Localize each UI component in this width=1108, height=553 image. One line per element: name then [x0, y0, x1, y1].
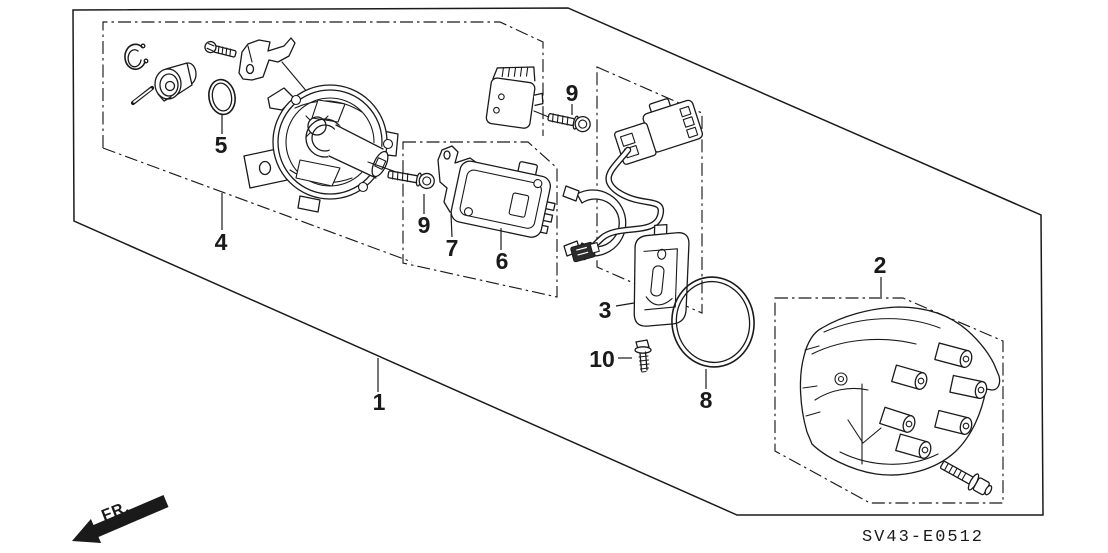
bracket-upper-left [238, 37, 296, 81]
fr-direction: FR. [72, 495, 169, 543]
connector [614, 98, 704, 165]
outer-frame [72, 7, 1044, 516]
phantom-boxes [102, 21, 1004, 504]
distributor-cap-assembly [799, 306, 1001, 496]
cap-tower [934, 342, 973, 368]
cap-tower [949, 374, 988, 400]
part-label-2: 2 [874, 252, 887, 278]
cap-tower [895, 433, 932, 459]
part-label-10: 10 [589, 346, 615, 372]
snap-ring [124, 43, 149, 71]
o-ring-5 [208, 78, 236, 116]
subassembly-box-igniter [402, 141, 558, 298]
cap-tower [934, 409, 973, 436]
part-labels: 1 2 3 4 5 6 7 8 9 9 10 [215, 80, 887, 415]
cover-3 [633, 223, 690, 327]
distributor-housing [243, 84, 399, 213]
cap-screw [939, 460, 993, 496]
terminal-block [570, 241, 600, 263]
subassembly-box-4 [102, 21, 544, 263]
bolt-10 [634, 339, 652, 373]
part-label-9-left: 9 [418, 212, 431, 238]
screw-9-top [547, 113, 591, 133]
diagram-code: SV43-E0512 [862, 528, 984, 547]
subassembly-box-harness [596, 66, 703, 314]
cap-tower [879, 406, 916, 433]
harness-assembly [562, 98, 704, 263]
part-label-7: 7 [446, 235, 459, 261]
part-label-1: 1 [373, 389, 386, 415]
fr-arrow-icon [72, 495, 169, 543]
roll-pin [130, 85, 155, 106]
o-ring-8 [671, 276, 755, 368]
part-label-3: 3 [599, 297, 612, 323]
callout-ticks [221, 104, 882, 392]
subassembly-box-2 [774, 297, 1004, 504]
screw-upper-left [204, 40, 237, 58]
coupling [154, 62, 197, 102]
igniter-unit-6 [450, 160, 556, 238]
cap-tower [891, 364, 928, 390]
screw-9-left [387, 170, 435, 190]
part-label-4: 4 [215, 229, 228, 255]
part-label-5: 5 [215, 132, 228, 158]
part-label-6: 6 [496, 248, 509, 274]
part-label-9-top: 9 [566, 80, 579, 106]
cover-top [485, 66, 544, 129]
part-label-8: 8 [700, 387, 713, 413]
